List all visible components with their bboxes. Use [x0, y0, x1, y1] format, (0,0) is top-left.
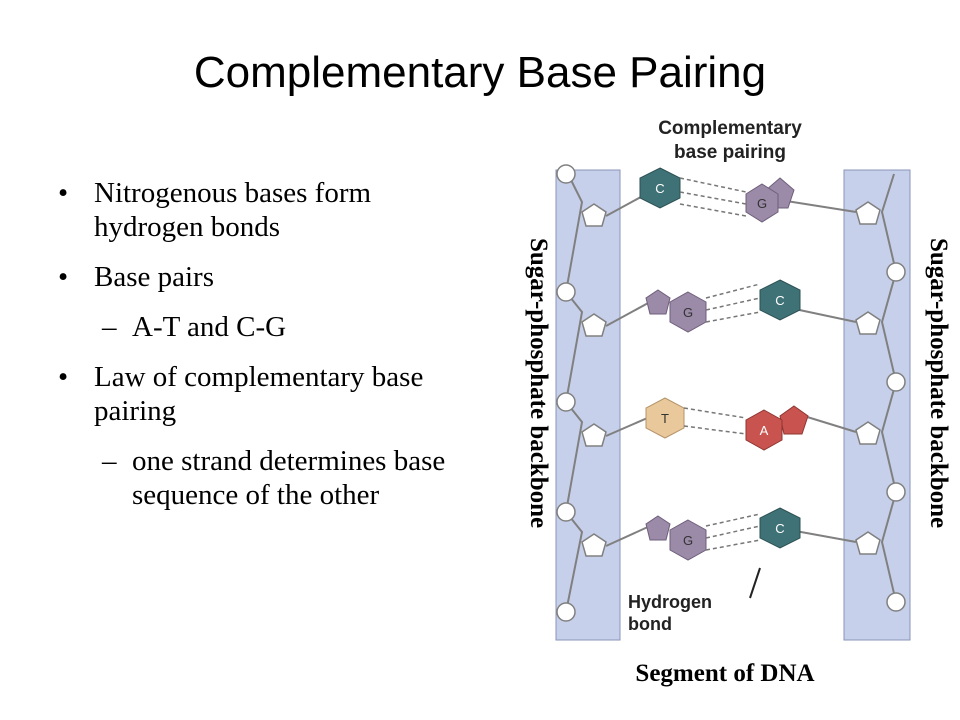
sugar-pentagon [581, 313, 607, 337]
bullet-mark: • [58, 361, 69, 393]
base-letter: G [683, 305, 693, 320]
connector-line [779, 199, 857, 213]
connector-line [605, 301, 651, 327]
guanine-6ring [669, 519, 707, 561]
cytosine-ring [759, 279, 801, 321]
bullet-list: • Nitrogenous bases form hydrogen bonds … [58, 176, 478, 528]
base-pair-1: C G [639, 167, 795, 223]
sugar-pentagon [581, 203, 607, 227]
hydrogen-bond [679, 177, 747, 193]
sugar-pentagon [855, 531, 881, 555]
connector-line [789, 307, 857, 323]
phosphate-circle [886, 592, 906, 612]
hydrogen-bond [679, 203, 747, 217]
phosphate-circle [886, 482, 906, 502]
top-label-line1: Complementary [658, 118, 802, 139]
hydrogen-bond [683, 407, 747, 419]
hbond-label-line2: bond [628, 614, 672, 634]
dna-diagram: C G G C T A [555, 118, 911, 641]
right-backbone-label: Sugar-phosphate backbone [925, 237, 952, 529]
base-letter: C [655, 181, 664, 196]
sub-bullet-item: – one strand determines base sequence of… [58, 444, 478, 512]
diagram-caption: Segment of DNA [635, 660, 815, 687]
cytosine-ring [759, 507, 801, 549]
right-sugar-group [855, 201, 881, 555]
sugar-pentagon [581, 423, 607, 447]
hydrogen-bond [705, 525, 761, 539]
right-backbone-strip [843, 169, 911, 641]
hbond-label-line1: Hydrogen [628, 592, 712, 612]
base-connectors [605, 191, 857, 547]
sub-bullet-text: one strand determines base sequence of t… [132, 445, 446, 511]
guanine-5ring [645, 515, 671, 541]
left-backbone-label: Sugar-phosphate backbone [525, 237, 552, 529]
bullet-item: • Nitrogenous bases form hydrogen bonds [58, 176, 478, 244]
sub-bullet-item: – A-T and C-G [58, 310, 478, 344]
hbond-pointer [749, 567, 761, 599]
hydrogen-bond [705, 283, 761, 299]
guanine-5ring [645, 289, 671, 315]
sugar-pentagon [855, 201, 881, 225]
sub-bullet-mark: – [102, 445, 117, 477]
phosphate-circle [556, 602, 576, 622]
base-letter: C [775, 293, 784, 308]
sub-bullet-mark: – [102, 311, 117, 343]
guanine-6ring [669, 291, 707, 333]
base-pair-4: G C [645, 507, 801, 561]
hydrogen-bonds [683, 407, 747, 435]
bullet-mark: • [58, 177, 69, 209]
base-letter: C [775, 521, 784, 536]
left-phosphate-group [556, 164, 576, 622]
base-letter: G [683, 533, 693, 548]
base-pair-3: T A [645, 397, 809, 451]
connector-line [789, 529, 857, 543]
hydrogen-bonds [705, 283, 761, 323]
hydrogen-bond [705, 513, 761, 527]
sugar-pentagon [581, 533, 607, 557]
phosphate-circle [886, 372, 906, 392]
hydrogen-bonds [705, 513, 761, 551]
phosphate-circle [556, 502, 576, 522]
left-sugar-group [581, 203, 607, 557]
sugar-pentagon [855, 311, 881, 335]
base-letter: G [757, 196, 767, 211]
connector-line [605, 415, 653, 437]
sugar-pentagon [855, 421, 881, 445]
connector-line [803, 415, 857, 433]
hydrogen-bond [705, 311, 761, 323]
adenine-6ring [745, 409, 783, 451]
hydrogen-bond [679, 191, 747, 205]
phosphate-circle [556, 282, 576, 302]
sub-bullet-text: A-T and C-G [132, 311, 287, 343]
bullet-item: • Law of complementary base pairing [58, 360, 478, 428]
right-phosphate-group [886, 262, 906, 612]
phosphate-circle [886, 262, 906, 282]
hydrogen-bond [705, 297, 761, 311]
hydrogen-bonds [679, 177, 747, 217]
base-pair-2: G C [645, 279, 801, 333]
slide-title: Complementary Base Pairing [193, 48, 767, 97]
base-letter: A [760, 423, 769, 438]
base-letter: T [661, 411, 669, 426]
bullet-item: • Base pairs [58, 260, 478, 294]
phosphate-circle [556, 164, 576, 184]
bullet-text: Base pairs [94, 261, 214, 293]
bullet-text: Nitrogenous bases form hydrogen bonds [94, 177, 372, 243]
hydrogen-bond [683, 425, 747, 435]
adenine-5ring [779, 405, 809, 435]
bullet-text: Law of complementary base pairing [94, 361, 424, 427]
connector-line [605, 525, 651, 547]
top-label-line2: base pairing [674, 142, 786, 163]
hydrogen-bond [705, 539, 761, 551]
bullet-mark: • [58, 261, 69, 293]
guanine-6ring [745, 183, 779, 223]
phosphate-circle [556, 392, 576, 412]
